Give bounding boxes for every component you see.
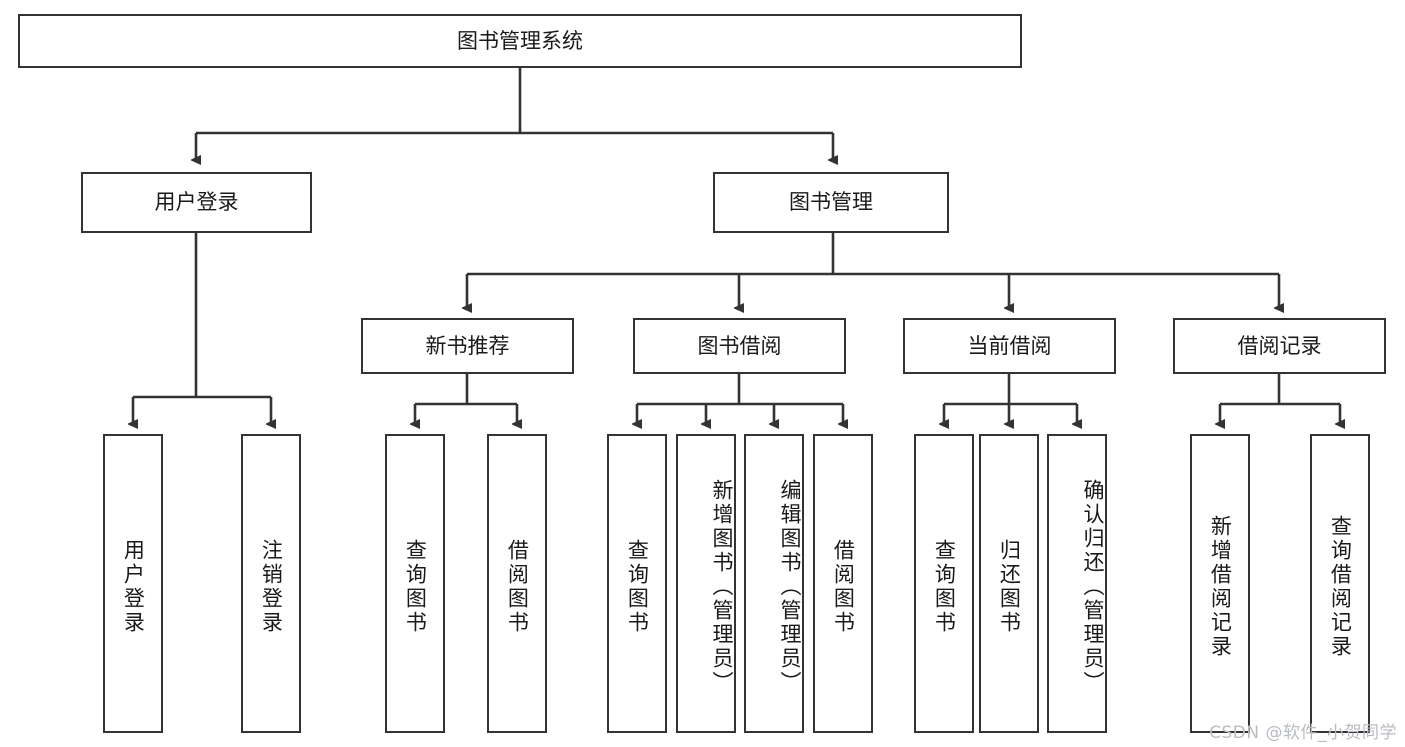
node-label: 查询图书 <box>625 538 650 635</box>
node-label: 确认归还（管理员） <box>1081 478 1105 695</box>
csdn-watermark: CSDN @软件_小贺同学 <box>1209 723 1397 743</box>
node-label: 新增借阅记录 <box>1208 514 1233 659</box>
node-label: 新书推荐 <box>425 333 510 358</box>
node-label: 查询图书 <box>403 538 428 635</box>
node-label: 借阅图书 <box>831 538 856 635</box>
node-label: 图书借阅 <box>697 333 782 358</box>
node-label: 注销登录 <box>259 538 284 635</box>
node-leaf-add-record[interactable]: 新增借阅记录 <box>1190 434 1250 733</box>
node-label: 查询图书 <box>932 538 957 635</box>
node-leaf-user-login[interactable]: 用户登录 <box>103 434 163 733</box>
node-label: 图书管理系统 <box>457 28 583 53</box>
node-label: 用户登录 <box>154 190 239 215</box>
node-book-manage[interactable]: 图书管理 <box>713 172 949 233</box>
node-user-login[interactable]: 用户登录 <box>81 172 312 233</box>
node-leaf-borrow-book-1[interactable]: 借阅图书 <box>487 434 547 733</box>
node-label: 图书管理 <box>789 190 873 215</box>
node-leaf-return-book[interactable]: 归还图书 <box>979 434 1039 733</box>
node-leaf-query-book-1[interactable]: 查询图书 <box>385 434 445 733</box>
node-label: 借阅记录 <box>1237 333 1322 358</box>
node-label: 归还图书 <box>997 538 1022 635</box>
node-label: 编辑图书（管理员） <box>778 478 802 695</box>
node-new-book-rec[interactable]: 新书推荐 <box>361 318 574 374</box>
node-leaf-logout-login[interactable]: 注销登录 <box>241 434 301 733</box>
node-book-borrow[interactable]: 图书借阅 <box>633 318 846 374</box>
node-root-system[interactable]: 图书管理系统 <box>18 14 1022 68</box>
node-label: 查询借阅记录 <box>1328 514 1353 659</box>
node-current-borrow[interactable]: 当前借阅 <box>903 318 1116 374</box>
node-leaf-borrow-book-2[interactable]: 借阅图书 <box>813 434 873 733</box>
node-leaf-query-book-2[interactable]: 查询图书 <box>607 434 667 733</box>
node-label: 用户登录 <box>121 538 146 635</box>
node-label: 新增图书（管理员） <box>710 478 734 695</box>
node-label: 借阅图书 <box>505 538 530 635</box>
node-label: 当前借阅 <box>967 333 1052 358</box>
node-leaf-confirm-return[interactable]: 确认归还（管理员） <box>1047 434 1107 733</box>
node-borrow-record[interactable]: 借阅记录 <box>1173 318 1386 374</box>
node-leaf-edit-book[interactable]: 编辑图书（管理员） <box>744 434 804 733</box>
node-leaf-query-record[interactable]: 查询借阅记录 <box>1310 434 1370 733</box>
node-leaf-query-book-3[interactable]: 查询图书 <box>914 434 974 733</box>
node-leaf-add-book[interactable]: 新增图书（管理员） <box>676 434 736 733</box>
